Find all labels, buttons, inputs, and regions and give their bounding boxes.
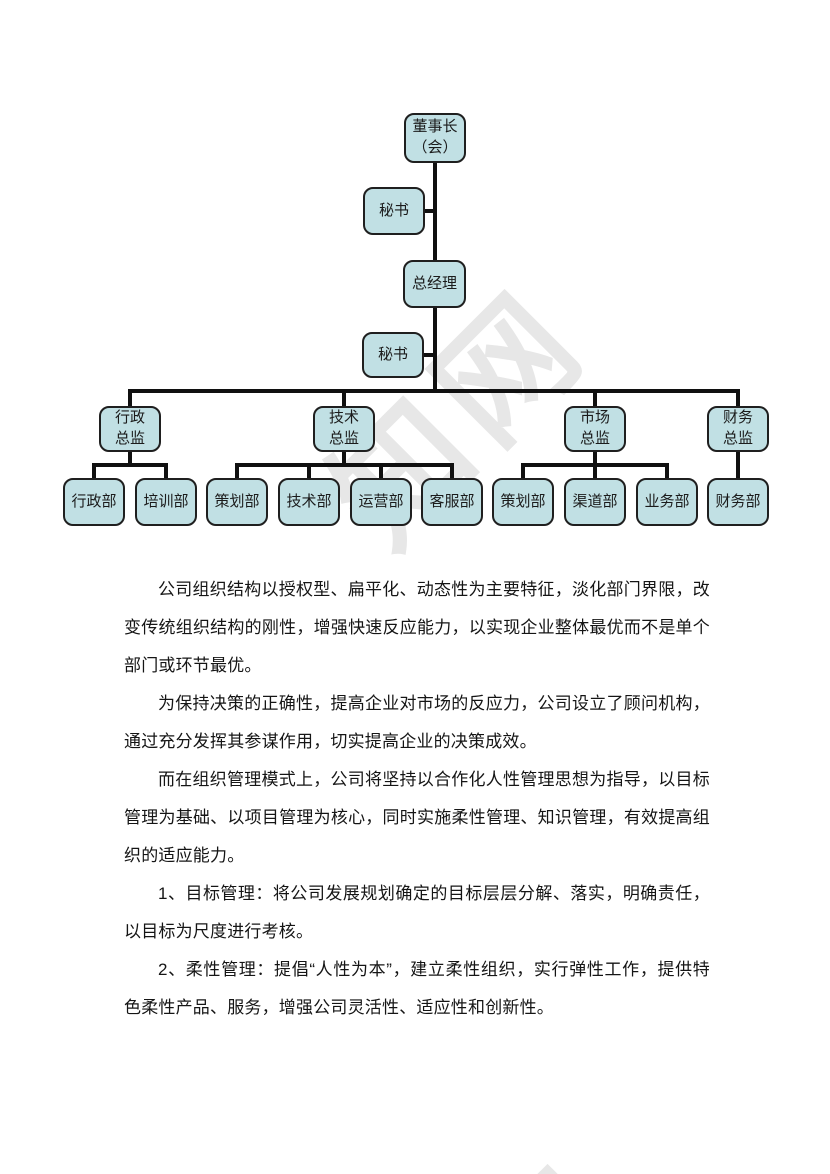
node-label: 总监 [722, 431, 753, 447]
connector-line [235, 463, 454, 467]
node-label: 总监 [114, 431, 145, 447]
connector-line [342, 389, 346, 406]
connector-line [92, 463, 96, 478]
node-dept-tech: 技术部 [278, 478, 340, 526]
connector-line [593, 452, 597, 467]
connector-line [521, 463, 525, 478]
node-label: 总监 [328, 431, 359, 447]
node-label: 财务 [722, 410, 753, 426]
node-label: 市场 [579, 410, 610, 426]
connector-line [128, 389, 132, 406]
connector-line [433, 163, 437, 260]
node-label: 技术部 [286, 493, 332, 510]
node-chairman: 董事长 （会） [404, 113, 466, 163]
paragraph-org-structure: 公司组织结构以授权型、扁平化、动态性为主要特征，淡化部门界限，改变传统组织结构的… [124, 580, 710, 675]
watermark-bottom: 知网 [324, 1114, 666, 1174]
connector-line [424, 209, 433, 213]
node-dept-planning-market: 策划部 [492, 478, 554, 526]
connector-line [665, 463, 669, 478]
node-label: 秘书 [378, 202, 409, 219]
node-label: 董事长 [412, 119, 458, 135]
node-dept-finance: 财务部 [707, 478, 769, 526]
node-secretary-upper: 秘书 [363, 187, 425, 235]
node-label: 渠道部 [572, 493, 618, 510]
node-dept-operations: 运营部 [350, 478, 412, 526]
paragraph-flex-management: 2、柔性管理：提倡“人性为本”，建立柔性组织，实行弹性工作，提供特色柔性产品、服… [124, 960, 710, 1017]
paragraph-goal-management: 1、目标管理：将公司发展规划确定的目标层层分解、落实，明确责任，以目标为尺度进行… [124, 884, 710, 941]
connector-line [423, 353, 433, 357]
node-label: 总监 [579, 431, 610, 447]
connector-line [92, 463, 168, 467]
node-director-market: 市场 总监 [564, 406, 626, 452]
node-director-admin: 行政 总监 [99, 406, 161, 452]
node-label: 总经理 [411, 275, 457, 292]
body-text: 公司组织结构以授权型、扁平化、动态性为主要特征，淡化部门界限，改变传统组织结构的… [124, 571, 710, 1027]
connector-line [450, 463, 454, 478]
node-dept-business: 业务部 [636, 478, 698, 526]
connector-line [379, 463, 383, 478]
connector-line [235, 463, 239, 478]
connector-line [433, 308, 437, 393]
node-dept-customer-service: 客服部 [421, 478, 483, 526]
node-label: （会） [412, 140, 458, 156]
connector-line [164, 463, 168, 478]
node-dept-admin: 行政部 [63, 478, 125, 526]
node-label: 客服部 [429, 493, 475, 510]
node-label: 策划部 [214, 493, 260, 510]
node-director-tech: 技术 总监 [313, 406, 375, 452]
connector-line [128, 389, 740, 393]
org-chart: 董事长 （会） 秘书 总经理 秘书 行政 总监 技术 总监 市场 总监 财务 总… [0, 0, 830, 560]
node-general-manager: 总经理 [403, 260, 466, 308]
connector-line [593, 389, 597, 406]
node-label: 培训部 [143, 493, 189, 510]
connector-line [593, 463, 597, 478]
node-label: 策划部 [500, 493, 546, 510]
connector-line [307, 463, 311, 478]
connector-line [342, 452, 346, 467]
node-label: 技术 [328, 410, 359, 426]
connector-line [736, 452, 740, 478]
node-label: 财务部 [715, 493, 761, 510]
paragraph-management-mode: 而在组织管理模式上，公司将坚持以合作化人性管理思想为指导，以目标管理为基础、以项… [124, 770, 710, 865]
node-label: 行政 [114, 410, 145, 426]
node-label: 业务部 [644, 493, 690, 510]
node-label: 行政部 [71, 493, 117, 510]
connector-line [736, 389, 740, 406]
node-label: 运营部 [358, 493, 404, 510]
node-dept-training: 培训部 [135, 478, 197, 526]
node-secretary-lower: 秘书 [362, 332, 424, 378]
connector-line [128, 452, 132, 467]
node-label: 秘书 [377, 346, 408, 363]
node-dept-channel: 渠道部 [564, 478, 626, 526]
node-director-finance: 财务 总监 [707, 406, 769, 452]
node-dept-planning-tech: 策划部 [206, 478, 268, 526]
paragraph-advisory: 为保持决策的正确性，提高企业对市场的反应力，公司设立了顾问机构，通过充分发挥其参… [124, 694, 710, 751]
